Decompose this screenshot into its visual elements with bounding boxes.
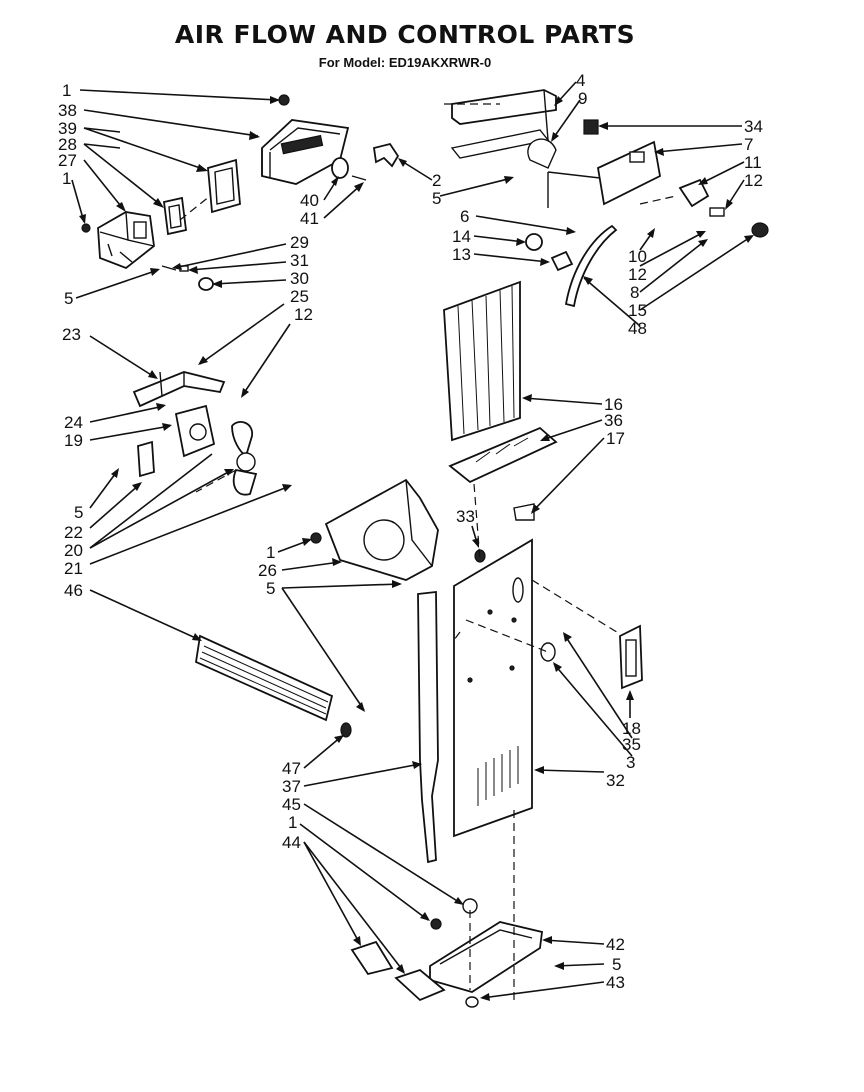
part-grille	[195, 634, 334, 722]
part-gasket-frame	[207, 158, 241, 214]
callout-10: 10	[628, 247, 647, 266]
callout-48: 48	[628, 319, 647, 338]
callout-25: 25	[290, 287, 309, 306]
diagram-title: AIR FLOW AND CONTROL PARTS	[174, 20, 636, 49]
callout-32: 32	[606, 771, 625, 790]
callout-5: 5	[74, 503, 83, 522]
part-knob	[81, 94, 367, 233]
callout-14: 14	[452, 227, 471, 246]
callout-26: 26	[258, 561, 277, 580]
callout-30: 30	[290, 269, 309, 288]
callout-41: 41	[300, 209, 319, 228]
callout-12: 12	[294, 305, 313, 324]
part-grommet	[540, 642, 556, 662]
callout-9: 9	[578, 89, 587, 108]
callout-46: 46	[64, 581, 83, 600]
callout-33: 33	[456, 507, 475, 526]
callout-42: 42	[606, 935, 625, 954]
part-small-clip	[513, 503, 535, 521]
callout-1: 1	[62, 81, 71, 100]
callout-28: 28	[58, 135, 77, 154]
callout-29: 29	[290, 233, 309, 252]
callout-5: 5	[432, 189, 441, 208]
part-thermostat	[678, 178, 725, 217]
alignment-lines	[179, 103, 677, 1004]
part-insulation-b	[394, 968, 446, 1002]
callout-44: 44	[282, 833, 301, 852]
callout-labels: 1 38 39 28 27 1 40 41 2 5 29 31 30 5 25 …	[58, 71, 763, 992]
callout-20: 20	[64, 541, 83, 560]
callout-22: 22	[64, 523, 83, 542]
part-motor-bracket	[132, 371, 226, 408]
part-clip	[372, 142, 400, 168]
callout-16: 16	[604, 395, 623, 414]
part-small-fasteners	[161, 265, 214, 291]
part-lamp	[525, 233, 574, 272]
callout-34: 34	[744, 117, 763, 136]
callout-17: 17	[606, 429, 625, 448]
part-control-knob	[751, 222, 769, 238]
leader-lines	[71, 81, 754, 1001]
part-switch-bracket	[619, 624, 643, 690]
part-bottom-tray	[429, 921, 543, 993]
callout-45: 45	[282, 795, 301, 814]
callout-37: 37	[282, 777, 301, 796]
callout-6: 6	[460, 207, 469, 226]
part-control-box	[97, 211, 155, 270]
callout-47: 47	[282, 759, 301, 778]
part-air-duct	[443, 280, 521, 442]
callout-8: 8	[630, 283, 639, 302]
callout-24: 24	[64, 413, 83, 432]
callout-19: 19	[64, 431, 83, 450]
callout-15: 15	[628, 301, 647, 320]
part-fan-blade	[231, 421, 258, 496]
callout-1: 1	[266, 543, 275, 562]
part-small-gasket	[163, 196, 187, 236]
callout-1: 1	[62, 169, 71, 188]
callout-43: 43	[606, 973, 625, 992]
part-insulation-a	[350, 940, 394, 976]
callout-18: 18	[622, 719, 641, 738]
callout-4: 4	[576, 71, 585, 90]
part-fan-housing	[324, 478, 439, 581]
part-control-bracket	[527, 138, 662, 208]
callout-40: 40	[300, 191, 319, 210]
callout-38: 38	[58, 101, 77, 120]
part-capillary-tube	[564, 224, 618, 308]
callout-3: 3	[626, 753, 635, 772]
callout-39: 39	[58, 119, 77, 138]
part-fan-motor	[174, 404, 216, 458]
part-damper	[448, 426, 558, 484]
part-top-cover	[450, 89, 557, 159]
callout-7: 7	[744, 135, 753, 154]
callout-27: 27	[58, 151, 77, 170]
part-motor-mount	[137, 440, 155, 478]
part-switch	[583, 119, 599, 135]
callout-12: 12	[744, 171, 763, 190]
callout-12: 12	[628, 265, 647, 284]
part-side-channel	[417, 590, 439, 864]
callout-23: 23	[62, 325, 81, 344]
callout-31: 31	[290, 251, 309, 270]
callout-11: 11	[744, 153, 762, 172]
callout-5: 5	[612, 955, 621, 974]
callout-36: 36	[604, 411, 623, 430]
callout-13: 13	[452, 245, 471, 264]
callout-1: 1	[288, 813, 297, 832]
part-rear-panel	[453, 538, 533, 838]
part-control-housing	[261, 119, 350, 185]
callout-21: 21	[64, 559, 83, 578]
callout-35: 35	[622, 735, 641, 754]
callout-2: 2	[432, 171, 441, 190]
callout-5: 5	[266, 579, 275, 598]
model-subtitle: For Model: ED19AKXRWR-0	[318, 55, 492, 70]
callout-5: 5	[64, 289, 73, 308]
